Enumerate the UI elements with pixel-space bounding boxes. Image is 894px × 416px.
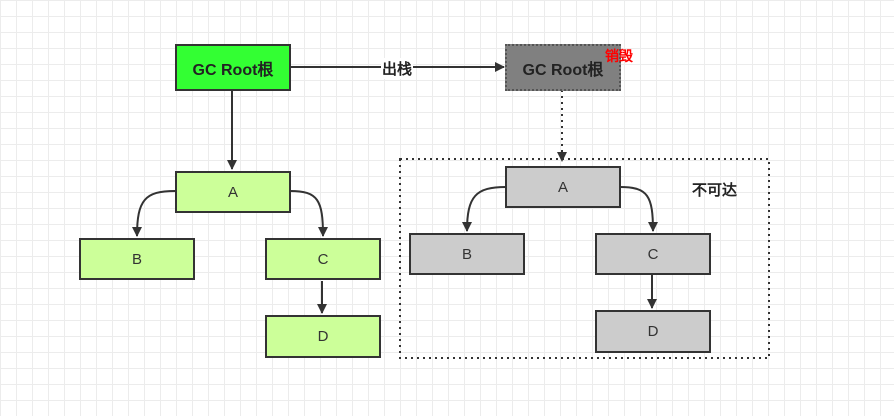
gray-node-c: C xyxy=(595,233,711,275)
unreachable-region xyxy=(399,158,770,359)
unreachable-label: 不可达 xyxy=(692,182,738,199)
node-a: A xyxy=(175,171,291,213)
destroyed-label: 销毁 xyxy=(605,48,633,64)
gc-root-destroyed-node: GC Root根 xyxy=(505,44,621,91)
gc-root-node: GC Root根 xyxy=(175,44,291,91)
gray-node-b: B xyxy=(409,233,525,275)
node-b: B xyxy=(79,238,195,280)
edge-a-to-c xyxy=(289,190,328,237)
node-c: C xyxy=(265,238,381,280)
edge-gray-a-to-c xyxy=(619,186,658,232)
pop-stack-label: 出栈 xyxy=(381,58,414,79)
edge-a-to-b xyxy=(132,190,176,237)
gray-node-a: A xyxy=(505,166,621,208)
node-d: D xyxy=(265,315,381,358)
gray-node-d: D xyxy=(595,310,711,353)
edge-gray-a-to-b xyxy=(462,186,507,232)
